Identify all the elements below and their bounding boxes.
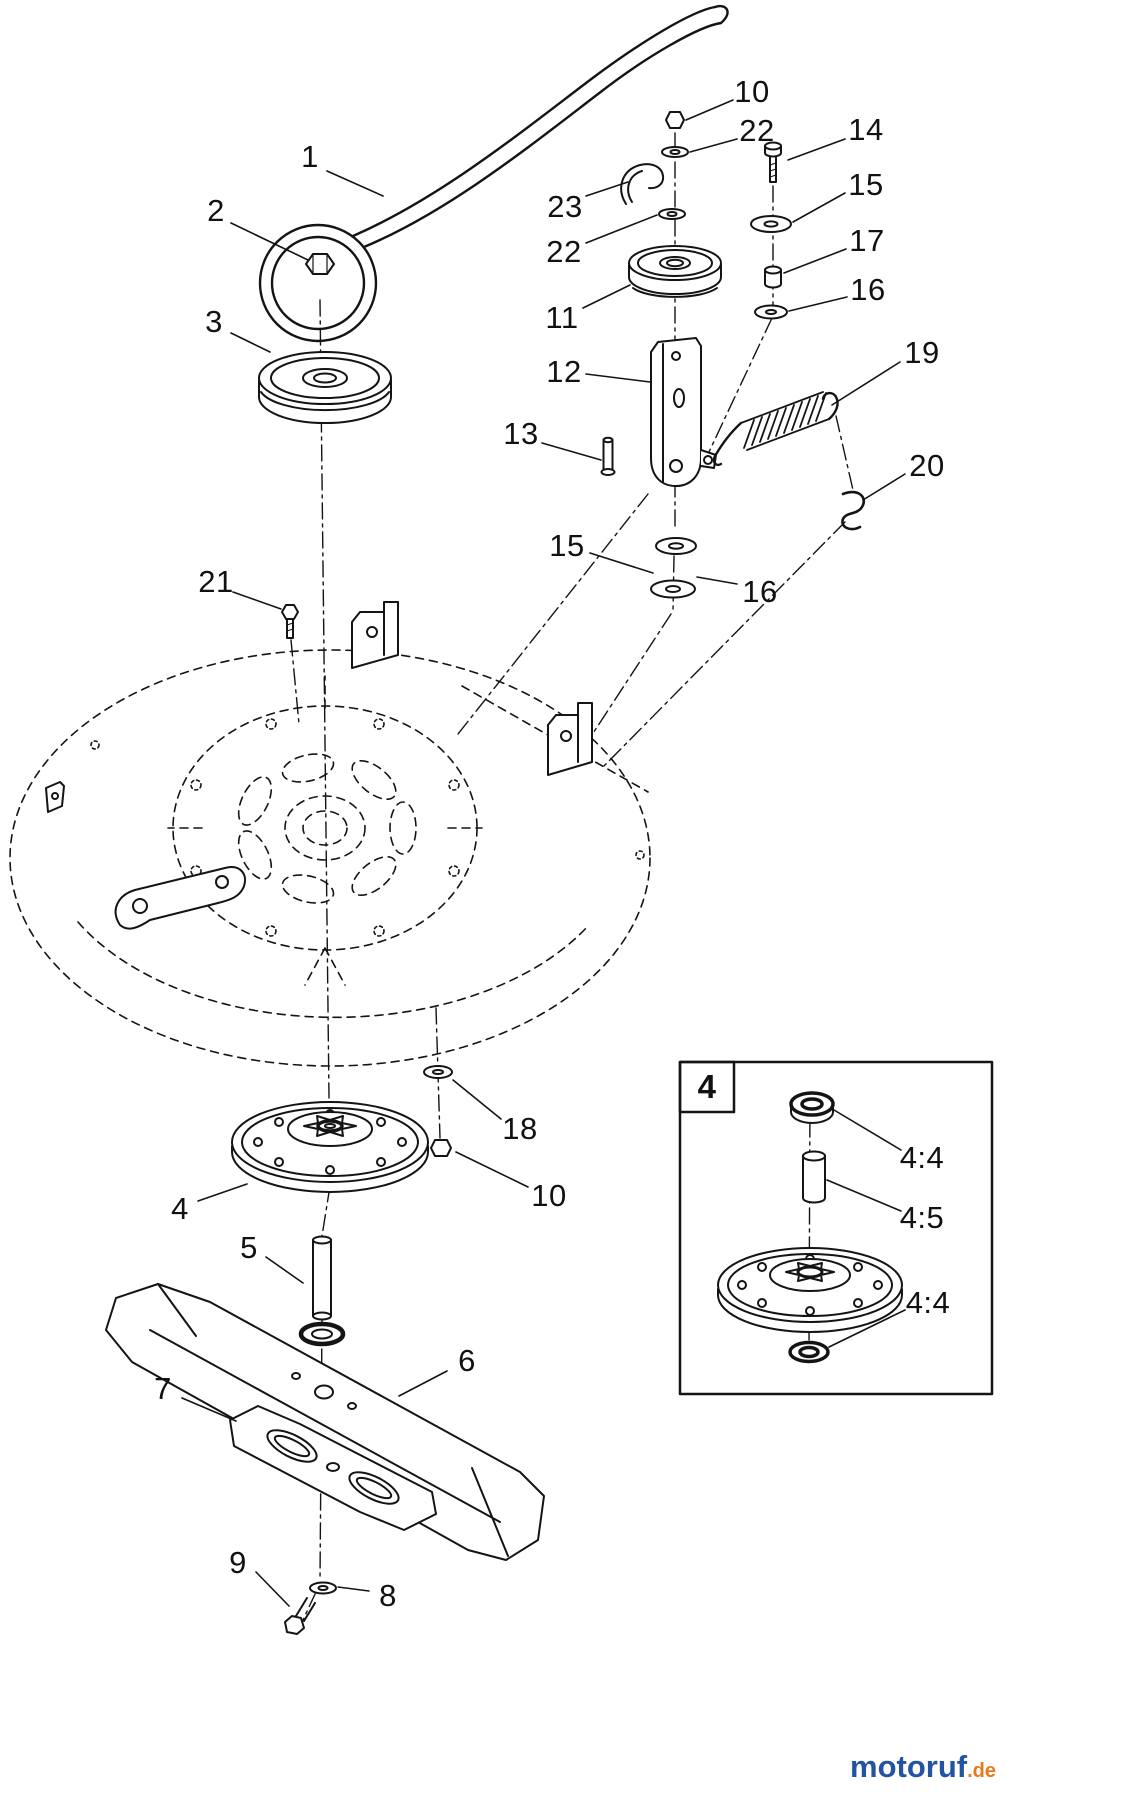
callout-9: 9 <box>229 1545 247 1580</box>
upper-bearing-drawing <box>789 1091 835 1124</box>
callout-13: 13 <box>503 416 539 451</box>
callout-22-lower: 22 <box>546 234 582 269</box>
spacer-drawing <box>764 265 782 289</box>
bolt-washer-drawing <box>750 215 792 233</box>
callout-15-arm: 15 <box>549 528 585 563</box>
callout-21: 21 <box>198 564 234 599</box>
bearing-spacer-drawing <box>802 1150 826 1204</box>
callout-16-arm: 16 <box>742 574 778 609</box>
callout-23: 23 <box>547 189 583 224</box>
idler-lower-washer-drawing <box>658 208 686 220</box>
deck-nut-drawing <box>430 1139 452 1157</box>
callout-3: 3 <box>205 304 223 339</box>
callout-22-top: 22 <box>739 113 775 148</box>
spindle-shaft-drawing <box>298 1235 346 1347</box>
site-logo[interactable]: motoruf.de <box>850 1749 996 1785</box>
spindle-assembly-drawing <box>231 1101 429 1193</box>
blade-washer-drawing <box>309 1581 337 1595</box>
callout-19: 19 <box>904 335 940 370</box>
drive-belt-drawing <box>258 4 729 343</box>
idler-arm-drawing <box>650 337 717 487</box>
spindle-pulley-drawing <box>258 351 392 424</box>
site-logo-name: motoruf <box>850 1749 968 1784</box>
blade-drawing <box>105 1283 545 1561</box>
extension-spring-drawing <box>712 391 839 467</box>
callout-1: 1 <box>301 139 319 174</box>
deck-washer-drawing <box>423 1065 453 1079</box>
belt-guide-drawing <box>620 163 665 205</box>
callout-20: 20 <box>909 448 945 483</box>
s-hook-drawing <box>841 490 865 531</box>
arm-washer-upper-drawing <box>655 537 697 555</box>
callout-4: 4 <box>171 1191 189 1226</box>
callout-4-5: 4:5 <box>899 1200 945 1235</box>
idler-top-washer-drawing <box>661 146 689 158</box>
callout-17: 17 <box>849 223 885 258</box>
deck-brackets-drawing <box>45 601 593 930</box>
inset-detail-box <box>678 1060 994 1396</box>
blade-bolt-drawing <box>284 1597 316 1635</box>
deck-drawing <box>9 649 651 1067</box>
small-washer-drawing <box>754 304 788 320</box>
callout-10-top: 10 <box>734 74 770 109</box>
callout-18: 18 <box>502 1111 538 1146</box>
pulley-nut-drawing <box>305 253 335 275</box>
blade-accelerator-drawing <box>229 1405 437 1531</box>
callout-14: 14 <box>848 112 884 147</box>
idler-pulley-drawing <box>628 245 722 298</box>
callout-6: 6 <box>458 1343 476 1378</box>
callout-15-top: 15 <box>848 167 884 202</box>
callout-2: 2 <box>207 193 225 228</box>
callout-16-top: 16 <box>850 272 886 307</box>
callout-8: 8 <box>379 1578 397 1613</box>
pivot-pin-drawing <box>600 436 616 476</box>
callout-11: 11 <box>545 300 579 335</box>
idler-bolt-drawing <box>764 141 782 183</box>
callout-7: 7 <box>154 1371 172 1406</box>
lower-bearing-drawing <box>788 1340 830 1364</box>
callout-4-4-upper: 4:4 <box>899 1140 945 1175</box>
callout-12: 12 <box>546 354 582 389</box>
callout-10-deck: 10 <box>531 1178 567 1213</box>
site-logo-tld: .de <box>967 1760 996 1782</box>
inset-spindle-drawing <box>717 1247 903 1333</box>
leader-lines <box>181 99 906 1607</box>
idler-top-nut-drawing <box>665 111 685 129</box>
bracket-bolt-drawing <box>281 604 299 639</box>
callout-4-4-lower: 4:4 <box>905 1285 951 1320</box>
inset-box-number: 4 <box>697 1068 717 1105</box>
arm-washer-lower-drawing <box>650 579 696 599</box>
callout-5: 5 <box>240 1230 258 1265</box>
